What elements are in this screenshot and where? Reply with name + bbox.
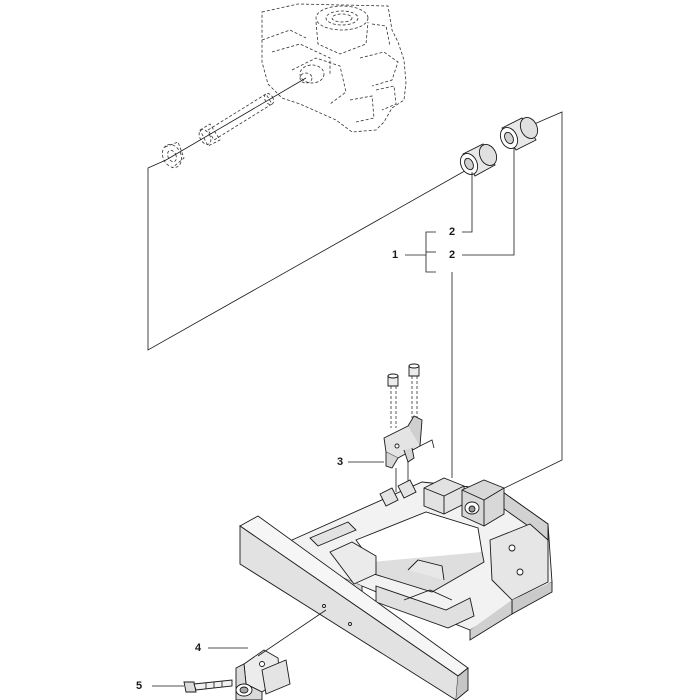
- bolt-part-5: [183, 679, 233, 693]
- callout-1: 1: [392, 249, 399, 261]
- bracket-part-3: [383, 415, 435, 492]
- washer-reference: [161, 141, 185, 169]
- callout-3: 3: [337, 456, 344, 468]
- mounting-bracket-part-4: [235, 649, 291, 700]
- vertical-bolt-right: [408, 363, 420, 418]
- callout-4: 4: [195, 642, 202, 654]
- callout-5: 5: [136, 680, 143, 692]
- bushing-part-2a: [459, 143, 498, 177]
- callout-2-upper: 2: [449, 226, 456, 238]
- bushing-part-2b: [499, 117, 539, 151]
- front-bumper-bar: [239, 515, 469, 700]
- vertical-bolt-left: [387, 373, 399, 428]
- gearbox-housing-reference: [261, 3, 407, 133]
- callout-2-lower: 2: [449, 249, 456, 261]
